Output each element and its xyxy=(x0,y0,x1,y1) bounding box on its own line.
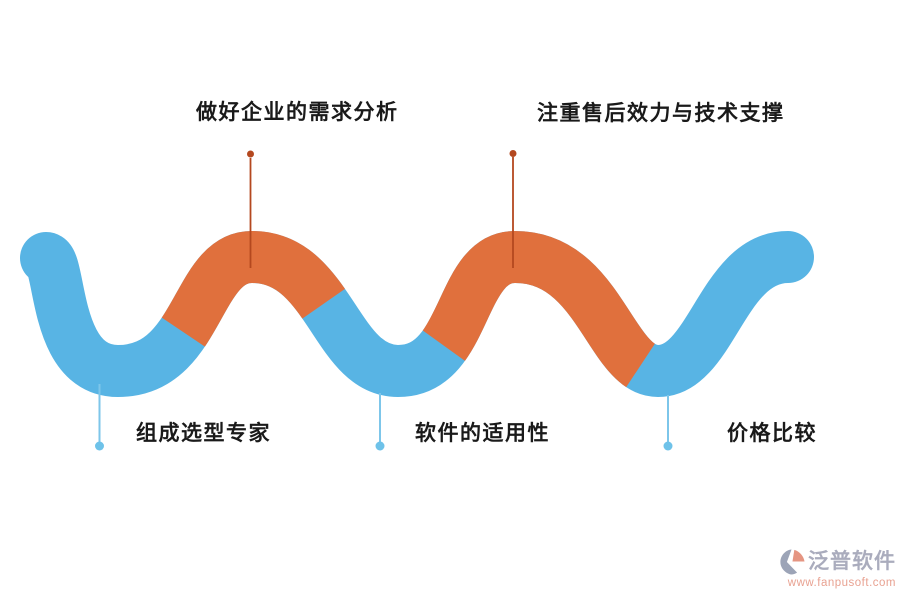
wave-ribbon-blue xyxy=(20,230,814,398)
callout-label-top-2: 注重售后效力与技术支撑 xyxy=(537,102,785,125)
callout-dot-top-1 xyxy=(247,150,254,158)
callout-label-top-1: 做好企业的需求分析 xyxy=(196,101,399,124)
callout-label-bottom-2: 软件的适用性 xyxy=(415,422,550,445)
brand-url: www.fanpusoft.com xyxy=(787,577,896,589)
brand-name: 泛普软件 xyxy=(808,550,896,574)
brand-watermark: 泛普软件 www.fanpusoft.com xyxy=(779,548,896,590)
callout-dot-top-2 xyxy=(509,150,517,157)
callout-label-bottom-1: 组成选型专家 xyxy=(136,422,271,445)
callout-label-bottom-3: 价格比较 xyxy=(727,422,817,445)
brand-row: 泛普软件 xyxy=(779,548,896,576)
callout-dot-bottom-1 xyxy=(95,441,104,451)
callout-dot-bottom-2 xyxy=(375,441,385,451)
fanpu-logo-icon xyxy=(780,549,805,575)
callout-dot-bottom-3 xyxy=(663,441,673,451)
